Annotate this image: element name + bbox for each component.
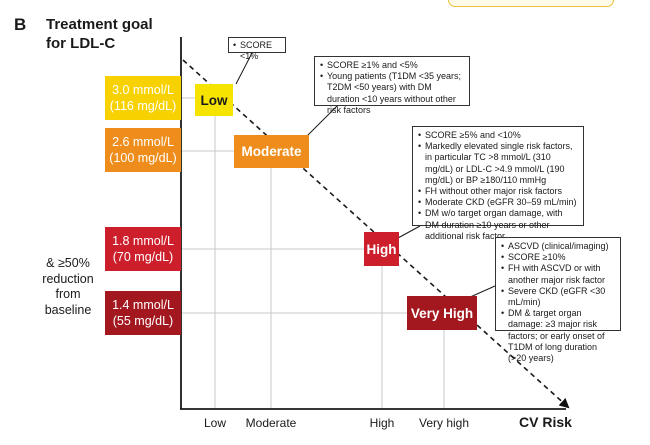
callout-low: SCORE <1% [228, 37, 286, 61]
target-mmol: 2.6 mmol/L [112, 135, 174, 149]
callout-item: Young patients (T1DM <35 years; T2DM <50… [320, 71, 464, 116]
target-mgdl: (70 mg/dL) [112, 250, 174, 264]
risk-tag-label: Very High [410, 305, 474, 321]
target-mgdl: (55 mg/dL) [112, 314, 174, 328]
target-mmol: 3.0 mmol/L [112, 83, 174, 97]
risk-tag-label: Moderate [241, 144, 302, 159]
target-box-high: 1.8 mmol/L (70 mg/dL) [105, 227, 181, 271]
callout-item: Severe CKD (eGFR <30 mL/min) [501, 286, 615, 308]
goal-title-line1: Treatment goal [46, 16, 153, 33]
callout-item: Moderate CKD (eGFR 30–59 mL/min) [418, 197, 578, 208]
x-tick-label: Low [203, 416, 227, 430]
gridlines [181, 97, 445, 409]
callout-item: ASCVD (clinical/imaging) [501, 241, 615, 252]
callout-very-high: ASCVD (clinical/imaging) SCORE ≥10% FH w… [495, 237, 621, 363]
risk-tag-label: High [366, 241, 397, 257]
reduction-line: & ≥50% [46, 256, 90, 270]
target-mmol: 1.4 mmol/L [112, 298, 174, 312]
target-box-low: 3.0 mmol/L (116 mg/dL) [105, 76, 181, 120]
x-tick-label: High [369, 416, 395, 430]
x-axis-title: CV Risk [519, 414, 572, 430]
risk-tag-moderate: Moderate [234, 135, 309, 168]
callout-item: SCORE ≥10% [501, 252, 615, 263]
target-mgdl: (116 mg/dL) [109, 99, 177, 113]
goal-title-line2: for LDL-C [46, 35, 116, 52]
callout-item: DM & target organ damage: ≥3 major risk … [501, 308, 615, 364]
callout-item: SCORE <1% [233, 40, 281, 62]
target-box-moderate: 2.6 mmol/L (100 mg/dL) [105, 128, 181, 172]
risk-tag-label: Low [200, 92, 228, 108]
goal-title: Treatment goal for LDL-C [46, 15, 186, 53]
reduction-line: baseline [44, 302, 92, 317]
target-mmol: 1.8 mmol/L [112, 234, 174, 248]
callout-item: Markedly elevated single risk factors, i… [418, 141, 578, 186]
target-mgdl: (100 mg/dL) [109, 151, 177, 165]
risk-tag-high: High [364, 232, 399, 266]
panel-letter: B [14, 15, 27, 34]
reduction-note: & ≥50% reduction from baseline [40, 256, 96, 318]
callout-item: SCORE ≥5% and <10% [418, 130, 578, 141]
target-box-very-high: 1.4 mmol/L (55 mg/dL) [105, 291, 181, 335]
callout-high: SCORE ≥5% and <10% Markedly elevated sin… [412, 126, 584, 241]
callout-item: SCORE ≥1% and <5% [320, 60, 464, 71]
callout-item: FH with ASCVD or with another major risk… [501, 263, 615, 285]
callout-item: DM w/o target organ damage, with DM dura… [418, 208, 578, 242]
x-tick-label: Very high [418, 416, 470, 430]
pointer-high [397, 225, 421, 239]
reduction-line: reduction [42, 271, 94, 286]
callout-item: FH without other major risk factors [418, 186, 578, 197]
risk-tag-low: Low [195, 84, 233, 116]
risk-tag-very-high: Very High [407, 296, 477, 330]
reduction-line: from [55, 287, 81, 301]
callout-moderate: SCORE ≥1% and <5% Young patients (T1DM <… [314, 56, 470, 115]
x-tick-label: Moderate [245, 416, 297, 430]
